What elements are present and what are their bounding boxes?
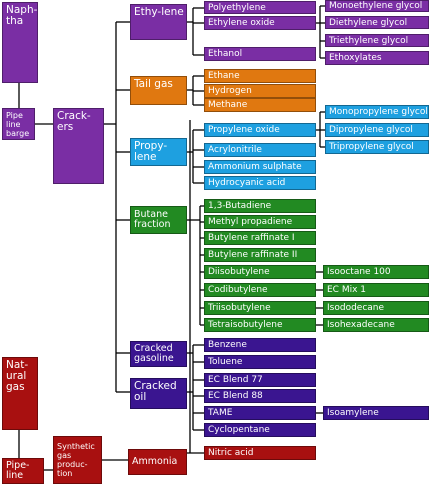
node-monoethylene-glycol: Monoethylene glycol: [325, 0, 429, 12]
node-ec-blend-77: EC Blend 77: [204, 373, 316, 387]
node-crackers: Crack-ers: [53, 108, 104, 184]
node-ethane: Ethane: [204, 69, 316, 83]
node-triisobutylene: Triisobutylene: [204, 301, 316, 315]
node-tail-gas: Tail gas: [130, 76, 187, 105]
node-butane-fraction: Butane fraction: [130, 206, 187, 234]
node-naphtha: Naph-tha: [2, 2, 38, 83]
node-polyethylene: Polyethylene: [204, 1, 316, 14]
node-tripropylene-glycol: Tripropylene glycol: [325, 140, 429, 154]
node-tame: TAME: [204, 406, 316, 420]
node-cracked-gasoline: Cracked gasoline: [130, 341, 187, 367]
node-natural-gas: Nat-ural gas: [2, 357, 38, 430]
node-pipeline: Pipe-line: [2, 458, 44, 484]
node-isoamylene: Isoamylene: [323, 406, 429, 420]
node-propylene: Propy-lene: [130, 138, 187, 166]
node-methyl-propadiene: Methyl propadiene: [204, 215, 316, 229]
node-ammonium-sulphate: Ammonium sulphate: [204, 160, 316, 174]
node-cyclopentane: Cyclopentane: [204, 423, 316, 437]
node-ec-mix: EC Mix 1: [323, 283, 429, 297]
node-acrylonitrile: Acrylonitrile: [204, 143, 316, 157]
node-monopropylene-glycol: Monopropylene glycol: [325, 105, 429, 119]
node-ethylene: Ethy-lene: [130, 4, 187, 40]
node-ethoxylates: Ethoxylates: [325, 51, 429, 65]
node-triethylene-glycol: Triethylene glycol: [325, 34, 429, 47]
node-nitric-acid: Nitric acid: [204, 446, 316, 460]
node-ethylene-oxide: Ethylene oxide: [204, 16, 316, 30]
node-diethylene-glycol: Diethylene glycol: [325, 16, 429, 29]
node-pipeline-barge: Pipe line barge: [2, 108, 35, 140]
node-ammonia: Ammonia: [128, 449, 187, 475]
node-butadiene: 1,3-Butadiene: [204, 199, 316, 213]
node-isododecane: Isododecane: [323, 301, 429, 315]
node-butylene-raffinate-1: Butylene raffinate I: [204, 231, 316, 245]
node-toluene: Toluene: [204, 355, 316, 369]
node-synthetic-gas: Synthetic gas produc-tion: [53, 436, 102, 484]
node-tetraisobutylene: Tetraisobutylene: [204, 318, 316, 332]
node-isooctane: Isooctane 100: [323, 265, 429, 279]
node-benzene: Benzene: [204, 338, 316, 352]
node-codibutylene: Codibutylene: [204, 283, 316, 297]
node-propylene-oxide: Propylene oxide: [204, 123, 316, 137]
node-hydrogen: Hydrogen: [204, 84, 316, 98]
node-diisobutylene: Diisobutylene: [204, 265, 316, 279]
node-ethanol: Ethanol: [204, 47, 316, 61]
node-methane: Methane: [204, 98, 316, 112]
node-cracked-oil: Cracked oil: [130, 378, 187, 409]
node-hydrocyanic-acid: Hydrocyanic acid: [204, 176, 316, 190]
node-butylene-raffinate-2: Butylene raffinate II: [204, 248, 316, 262]
node-isohexadecane: Isohexadecane: [323, 318, 429, 332]
node-ec-blend-88: EC Blend 88: [204, 389, 316, 403]
node-dipropylene-glycol: Dipropylene glycol: [325, 123, 429, 137]
